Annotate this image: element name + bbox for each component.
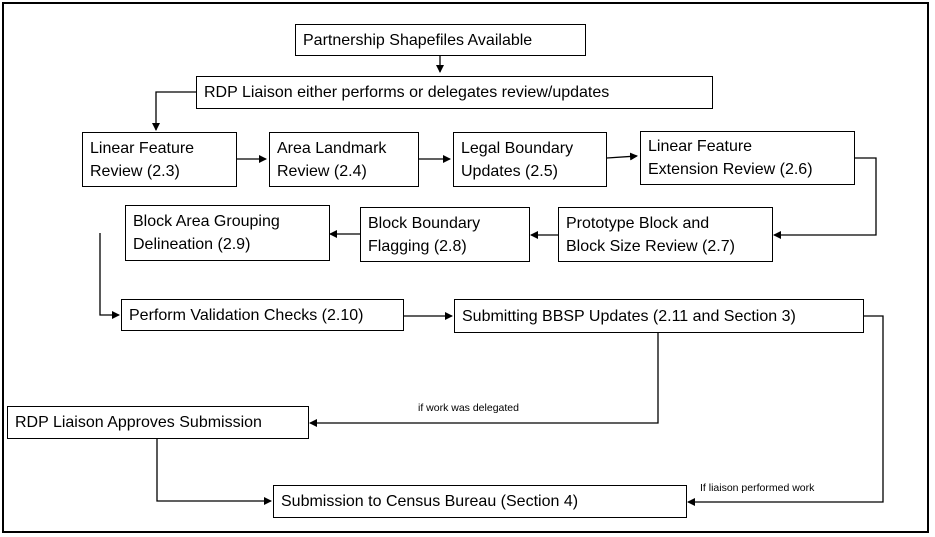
node-block-area-grouping-line1: Block Area Grouping [133, 213, 280, 230]
node-legal-boundary-updates-line2: Updates (2.5) [461, 162, 558, 180]
node-block-area-grouping: Block Area Grouping Delineation (2.9) [125, 205, 330, 261]
edge-label-if-delegated: if work was delegated [418, 402, 519, 414]
node-shapefiles-label: Partnership Shapefiles Available [303, 31, 533, 49]
node-liaison-review: RDP Liaison either performs or delegates… [196, 76, 713, 109]
edge-legal-to-extension [606, 152, 638, 161]
node-block-area-grouping-line2: Delineation (2.9) [133, 236, 251, 253]
node-block-boundary-flagging: Block Boundary Flagging (2.8) [360, 207, 530, 262]
node-area-landmark-review-line2: Review (2.4) [277, 162, 367, 180]
node-legal-boundary-updates-line1: Legal Boundary [461, 139, 574, 157]
node-liaison-approves: RDP Liaison Approves Submission [7, 406, 309, 439]
node-validation-checks-label: Perform Validation Checks (2.10) [129, 306, 364, 324]
node-liaison-review-label: RDP Liaison either performs or delegates… [204, 84, 610, 101]
node-linear-feature-extension-line2: Extension Review (2.6) [648, 161, 813, 178]
edge-approves-to-census [156, 439, 272, 505]
edge-grouping-to-validation [99, 233, 120, 319]
node-submitting-bbsp: Submitting BBSP Updates (2.11 and Sectio… [454, 299, 864, 333]
node-area-landmark-review: Area Landmark Review (2.4) [269, 132, 419, 187]
node-linear-feature-review-line1: Linear Feature [90, 139, 195, 157]
edge-submitting-to-census [687, 315, 884, 506]
node-submission-census: Submission to Census Bureau (Section 4) [273, 485, 687, 518]
edge-extension-to-prototype [773, 157, 877, 239]
node-submitting-bbsp-label: Submitting BBSP Updates (2.11 and Sectio… [462, 307, 796, 325]
node-block-boundary-flagging-line2: Flagging (2.8) [368, 237, 467, 255]
node-block-boundary-flagging-line1: Block Boundary [368, 214, 481, 232]
node-liaison-approves-label: RDP Liaison Approves Submission [15, 414, 262, 431]
node-validation-checks: Perform Validation Checks (2.10) [121, 299, 404, 331]
node-linear-feature-review-line2: Review (2.3) [90, 162, 180, 180]
node-linear-feature-extension: Linear Feature Extension Review (2.6) [640, 131, 855, 185]
edge-submitting-to-approves [309, 333, 659, 427]
node-prototype-block-line2: Block Size Review (2.7) [566, 237, 735, 255]
node-prototype-block: Prototype Block and Block Size Review (2… [558, 207, 773, 262]
edge-label-if-liaison-performed: If liaison performed work [700, 482, 815, 494]
edge-liaison-to-linear-review [152, 91, 196, 131]
node-legal-boundary-updates: Legal Boundary Updates (2.5) [453, 132, 607, 187]
node-submission-census-label: Submission to Census Bureau (Section 4) [281, 493, 579, 510]
node-shapefiles: Partnership Shapefiles Available [295, 24, 586, 56]
node-linear-feature-review: Linear Feature Review (2.3) [82, 132, 237, 187]
node-prototype-block-line1: Prototype Block and [566, 214, 710, 232]
node-area-landmark-review-line1: Area Landmark [277, 139, 387, 157]
node-linear-feature-extension-line1: Linear Feature [648, 138, 753, 155]
